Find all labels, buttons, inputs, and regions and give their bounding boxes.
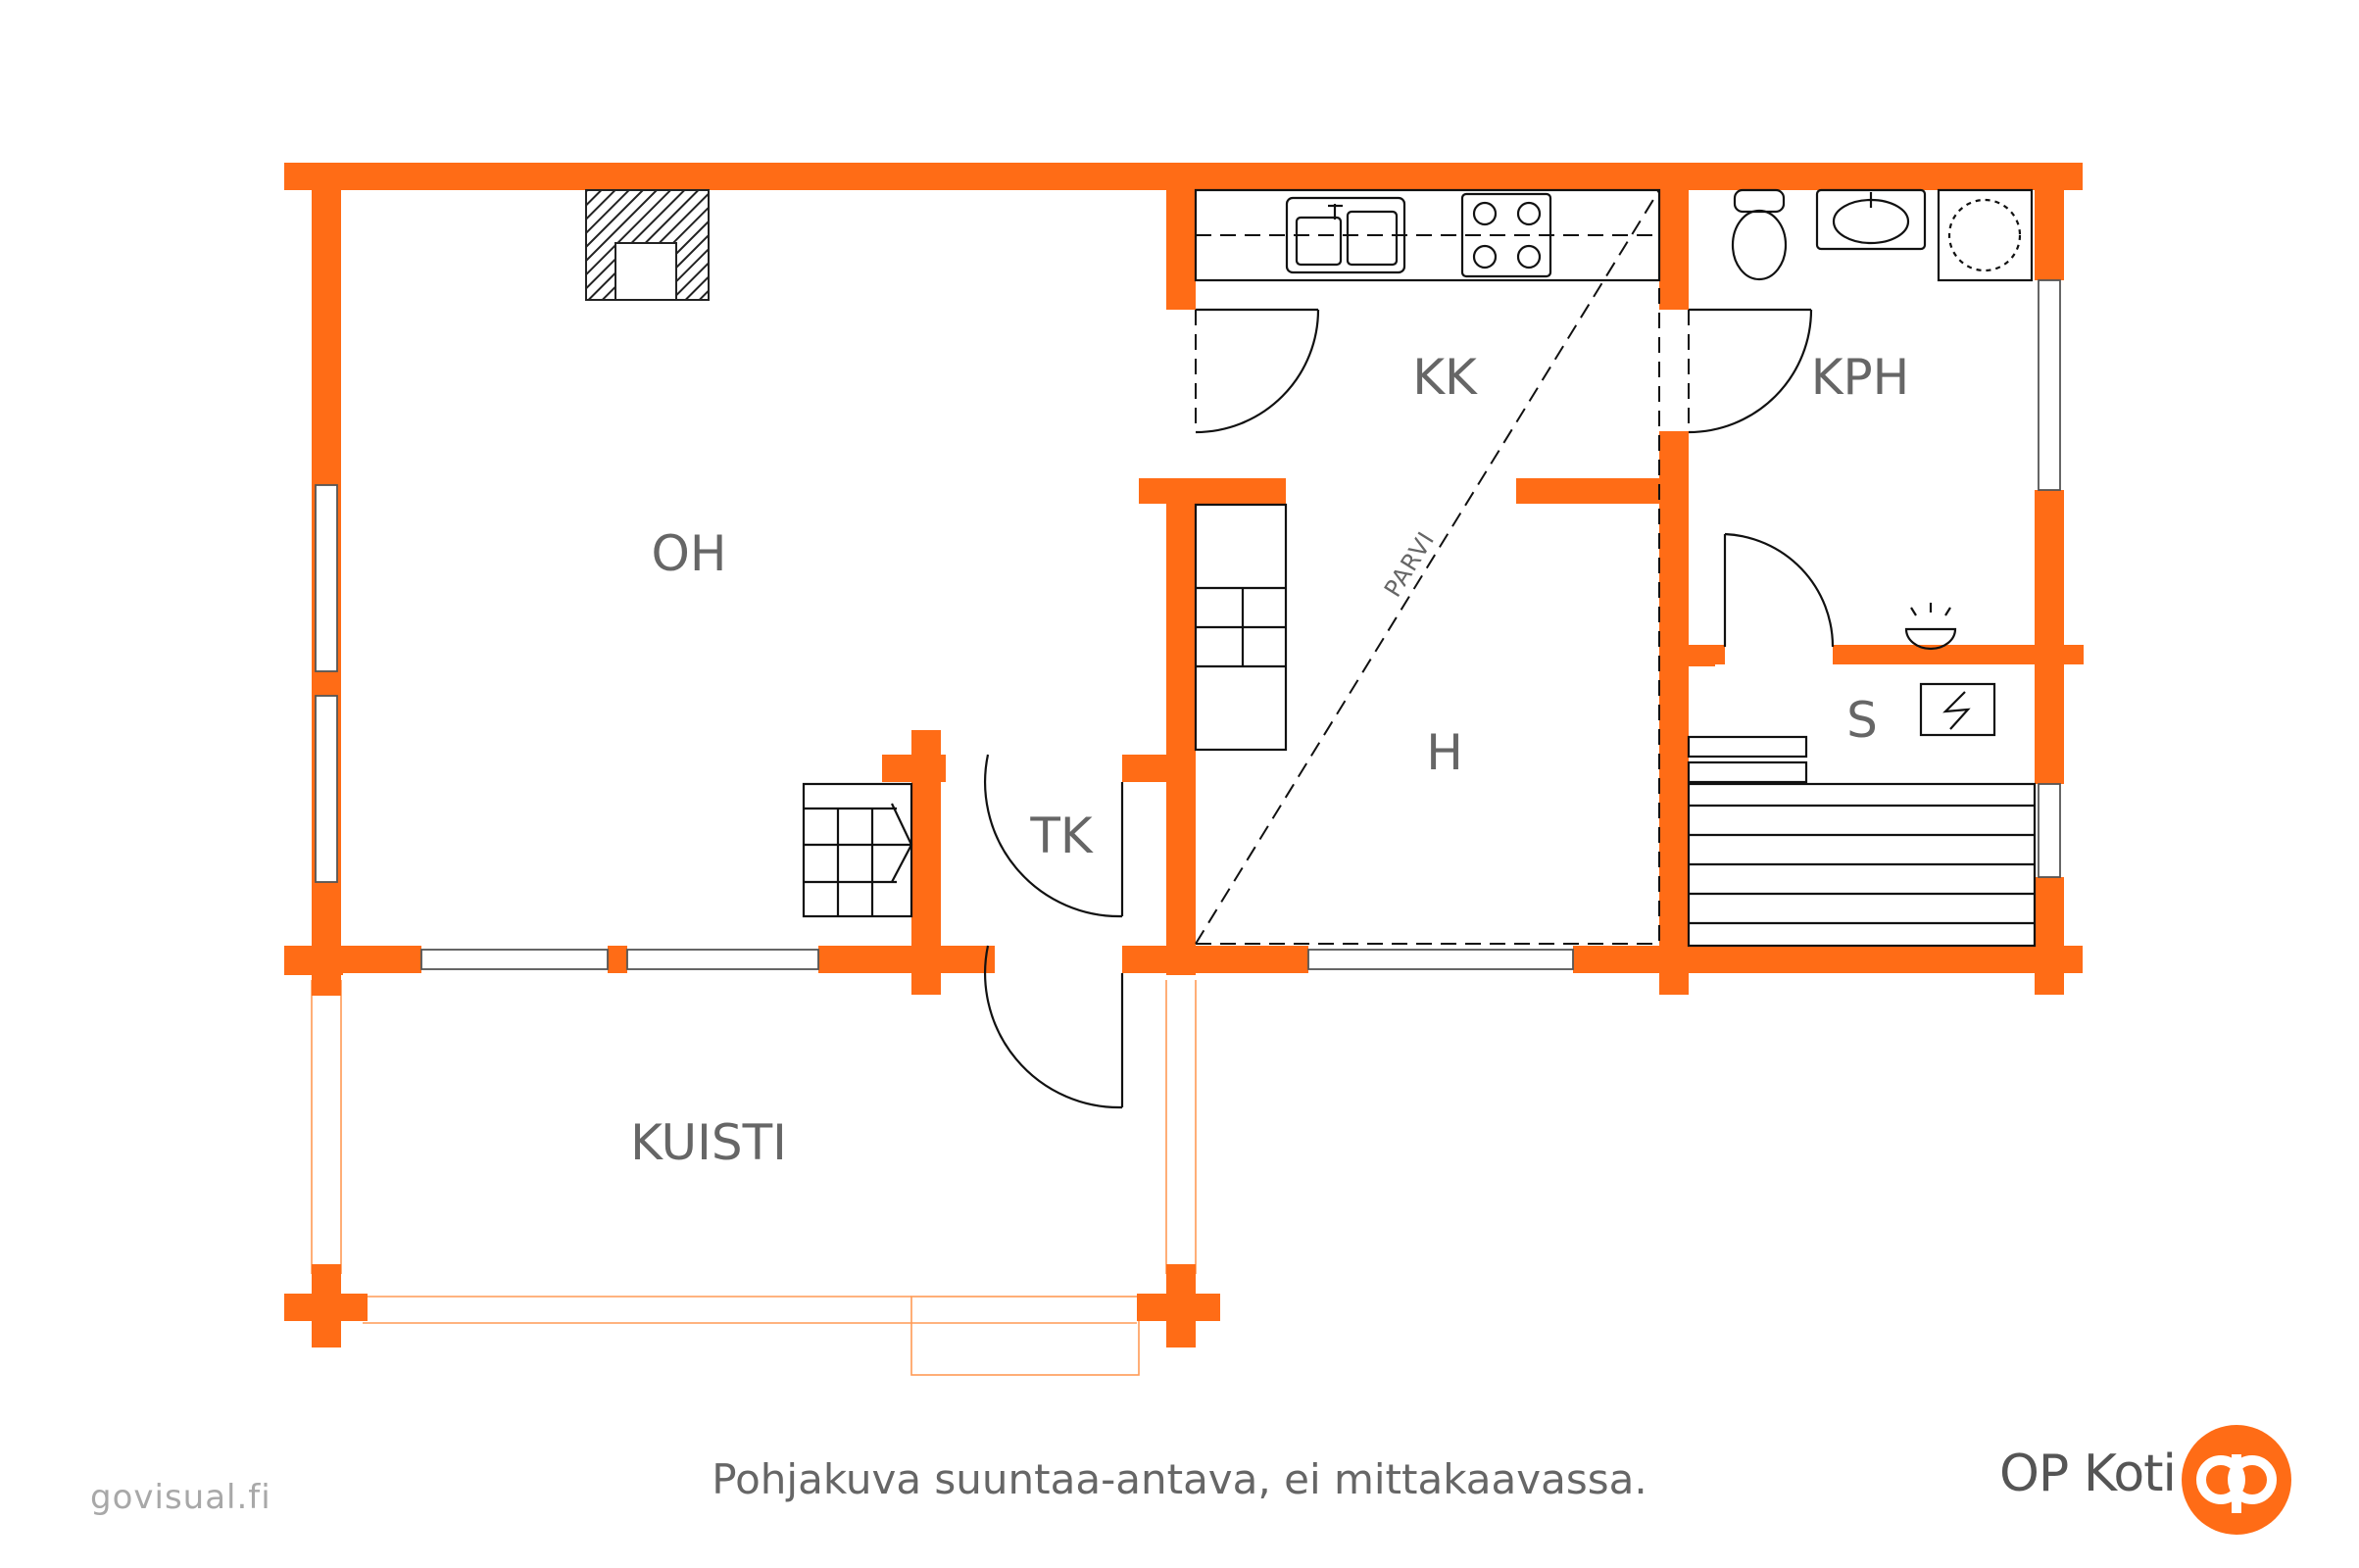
window-h-bottom — [1307, 949, 1574, 970]
kitchen-counter — [1194, 188, 1661, 282]
room-label-s: S — [1846, 692, 1878, 749]
stairs — [802, 782, 913, 918]
window-left-upper — [315, 484, 338, 672]
windows — [315, 279, 2061, 970]
op-logo-icon — [2182, 1425, 2291, 1535]
room-label-oh: OH — [652, 525, 727, 582]
room-label-kk: KK — [1412, 349, 1478, 406]
window-oh-bottom-2 — [626, 949, 819, 970]
room-label-tk: TK — [1029, 808, 1094, 864]
sofa — [1194, 503, 1288, 752]
window-oh-bottom-1 — [420, 949, 609, 970]
sauna-benches — [1687, 735, 2037, 948]
loft-label-parvi: PARVI — [1379, 526, 1441, 602]
washing-machine-icon — [1937, 188, 2034, 282]
window-kph-right — [2038, 279, 2061, 491]
doors — [984, 308, 1835, 1109]
disclaimer-note: Pohjakuva suuntaa-antava, ei mittakaavas… — [712, 1455, 1647, 1503]
window-left-lower — [315, 695, 338, 883]
room-label-kuisti: KUISTI — [630, 1114, 787, 1171]
sink-icon — [1285, 196, 1406, 274]
room-label-kph: KPH — [1811, 349, 1910, 406]
sauna-stove-icon — [1919, 682, 1996, 737]
washbasin-icon — [1815, 188, 1927, 251]
porch-outline — [311, 980, 1197, 1376]
toilet-icon — [1731, 188, 1788, 281]
loft-boundary — [1195, 189, 1660, 945]
window-s-right — [2038, 783, 2061, 878]
credit-text: govisual.fi — [90, 1478, 271, 1517]
room-label-h: H — [1426, 724, 1463, 781]
shower-icon — [1904, 603, 1957, 651]
walls — [284, 163, 2084, 1348]
fireplace-icon — [585, 189, 710, 301]
stove-icon — [1460, 192, 1552, 278]
brand-name: OP Koti — [1999, 1445, 2177, 1503]
